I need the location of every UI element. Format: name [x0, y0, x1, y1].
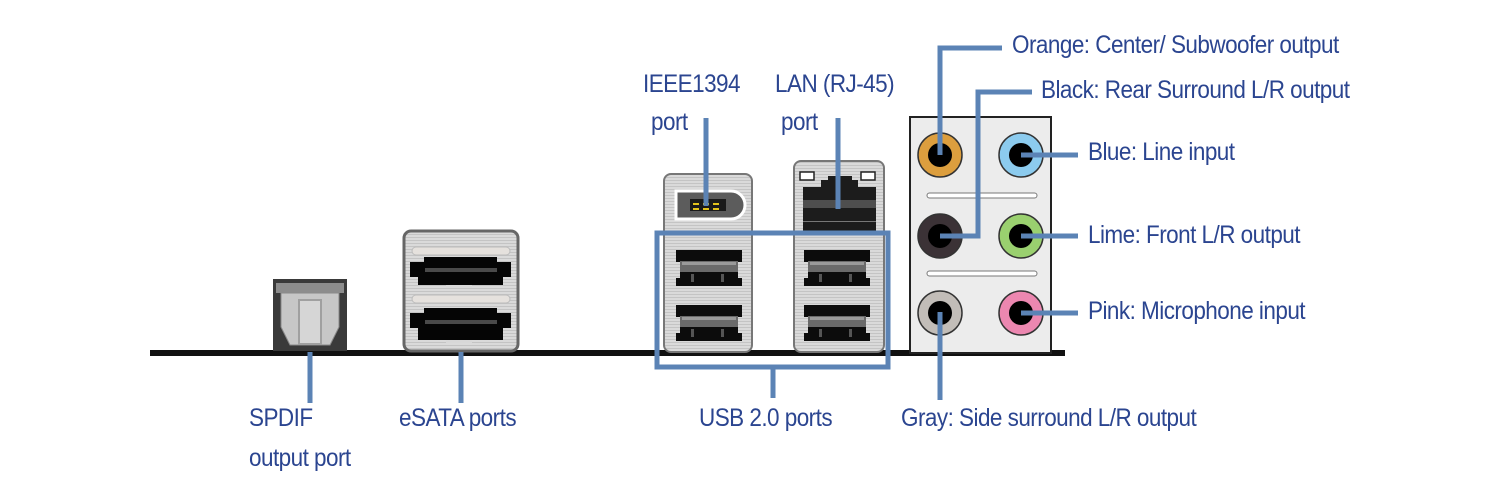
leader-black: [940, 89, 1032, 239]
board-edge: [150, 350, 1065, 356]
label-pink-jack: Pink: Microphone input: [1088, 297, 1306, 325]
leader-orange: [937, 45, 1002, 155]
label-lan-line1: LAN (RJ-45): [775, 70, 895, 98]
label-ieee1394-line1: IEEE1394: [643, 70, 741, 98]
label-gray-jack: Gray: Side surround L/R output: [901, 404, 1197, 432]
label-lime-jack: Lime: Front L/R output: [1088, 221, 1301, 249]
esata-ports: [402, 229, 520, 353]
spdif-port: [273, 279, 347, 351]
label-blue-jack: Blue: Line input: [1088, 138, 1235, 166]
label-usb: USB 2.0 ports: [699, 404, 833, 432]
label-orange-jack: Orange: Center/ Subwoofer output: [1012, 31, 1339, 59]
label-ieee1394-line2: port: [651, 108, 688, 136]
label-spdif-line1: SPDIF: [249, 404, 313, 432]
label-black-jack: Black: Rear Surround L/R output: [1041, 76, 1350, 104]
label-lan-line2: port: [781, 108, 818, 136]
leader-lines: [307, 45, 1078, 403]
ieee1394-usb-stack: [663, 173, 753, 353]
label-esata: eSATA ports: [399, 404, 517, 432]
label-spdif-line2: output port: [249, 444, 351, 472]
